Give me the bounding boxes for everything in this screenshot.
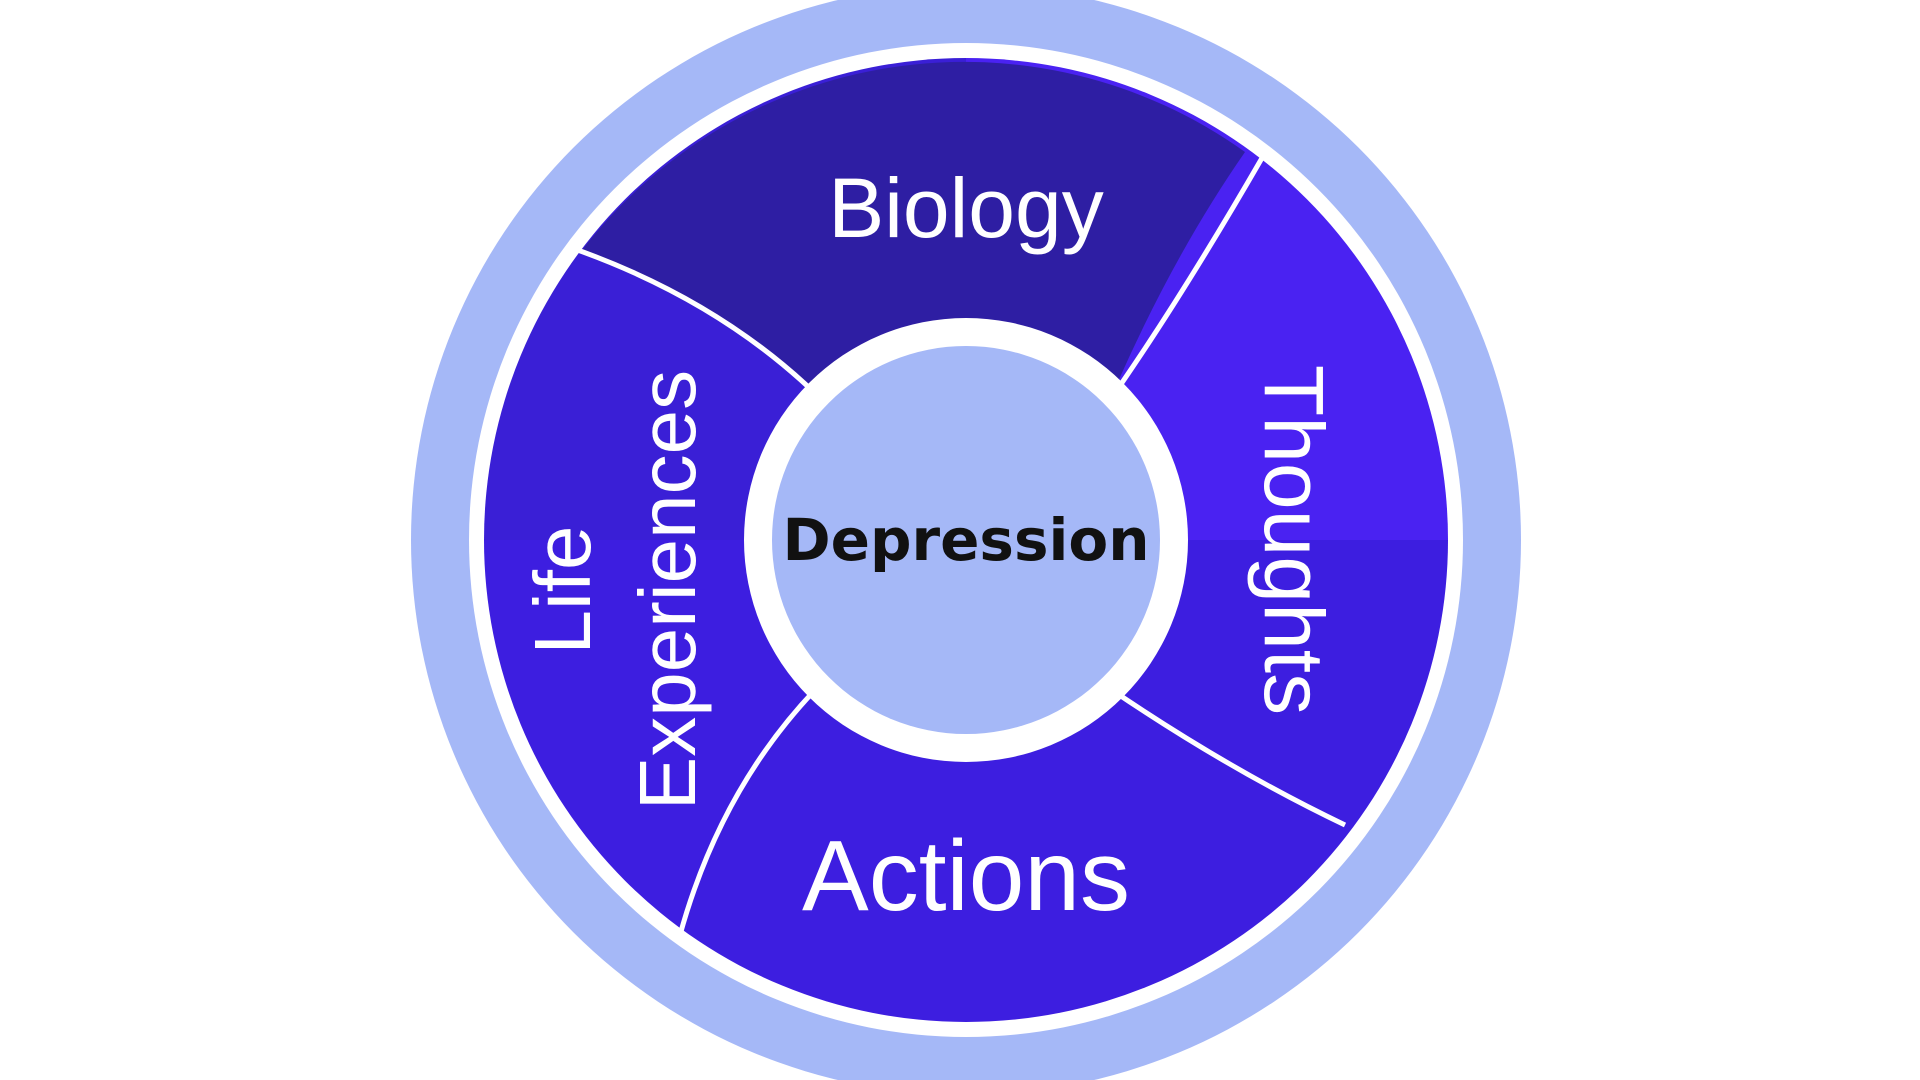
label-actions: Actions: [802, 820, 1130, 932]
separator-biology-thoughts: [1107, 156, 1265, 402]
label-thoughts: Thoughts: [1247, 365, 1341, 715]
separator-thoughts-actions: [1110, 687, 1347, 828]
label-life-line2: Experiences: [623, 370, 712, 810]
separator-life-actions: [677, 688, 817, 936]
label-life-line1: Life: [518, 526, 607, 655]
separator-biology-life: [571, 245, 822, 400]
segment-biology[interactable]: [580, 61, 1245, 400]
center-circle[interactable]: [772, 346, 1160, 734]
label-center-depression: Depression: [782, 506, 1149, 574]
label-biology: Biology: [828, 161, 1104, 255]
segment-actions[interactable]: [484, 540, 1448, 1022]
